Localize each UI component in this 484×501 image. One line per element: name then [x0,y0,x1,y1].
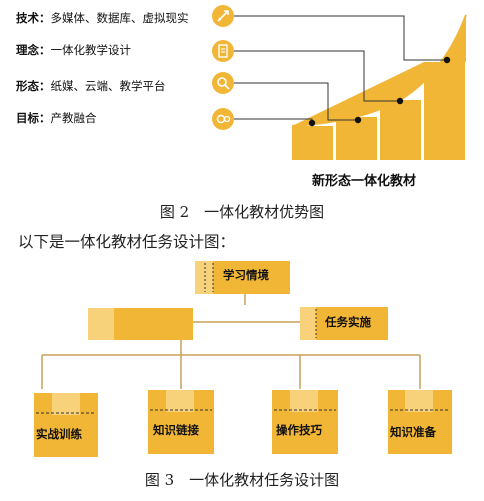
bar-label: 新形态一体化教材 [312,174,417,189]
row-key: 形态： [16,79,51,93]
bottom-box-2-shape [148,390,214,454]
bottom-box-label-4: 知识准备 [390,425,436,439]
right-box-tab [300,307,316,340]
row-value: 纸媒、云端、教学平台 [50,79,166,93]
row-form: 形态：纸媒、云端、教学平台 [16,78,166,94]
connector-line [234,15,447,61]
rocket-icon [212,5,234,27]
row-value: 多媒体、数据库、虚拟现实 [50,11,189,25]
marker-dot [354,116,362,124]
marker-dot [308,119,316,127]
document-icon [212,40,234,62]
row-key: 目标： [16,111,51,125]
row-value: 产教融合 [50,111,97,125]
top-box-tab [195,261,213,294]
bar-3 [380,100,421,160]
figure-2-caption: 图 2 一体化教材优势图 [159,203,325,221]
bottom-box-1-shape [34,393,98,457]
intro-text: 以下是一体化教材任务设计图： [18,233,236,251]
search-icon [212,72,234,94]
marker-dot [443,56,451,64]
top-box-label: 学习情境 [223,268,269,282]
marker-dot [396,97,404,105]
task-diagram [34,261,452,457]
gears-icon [212,108,234,130]
row-goal: 目标：产教融合 [16,110,97,126]
connector-line [234,82,358,121]
bottom-box-4-shape [388,390,452,454]
row-concept: 理念：一体化教学设计 [16,42,131,58]
row-key: 理念： [16,43,51,57]
row-technology: 技术：多媒体、数据库、虚拟现实 [16,10,189,26]
bottom-box-3-shape [272,390,338,454]
left-box-tab [88,308,114,340]
bar-2 [336,117,377,160]
bar-4 [424,62,465,160]
connector-line [234,50,400,102]
bottom-box-label-2: 知识链接 [153,423,199,437]
row-key: 技术： [16,11,51,25]
figure-3-caption: 图 3 一体化教材任务设计图 [144,471,340,489]
bottom-box-label-1: 实战训练 [36,427,82,441]
right-box-label: 任务实施 [325,315,371,329]
growth-curve-fill [292,15,466,126]
bottom-box-label-3: 操作技巧 [276,423,322,437]
row-value: 一体化教学设计 [50,43,132,57]
advantage-graphic [234,14,467,160]
bar-1 [292,126,333,160]
